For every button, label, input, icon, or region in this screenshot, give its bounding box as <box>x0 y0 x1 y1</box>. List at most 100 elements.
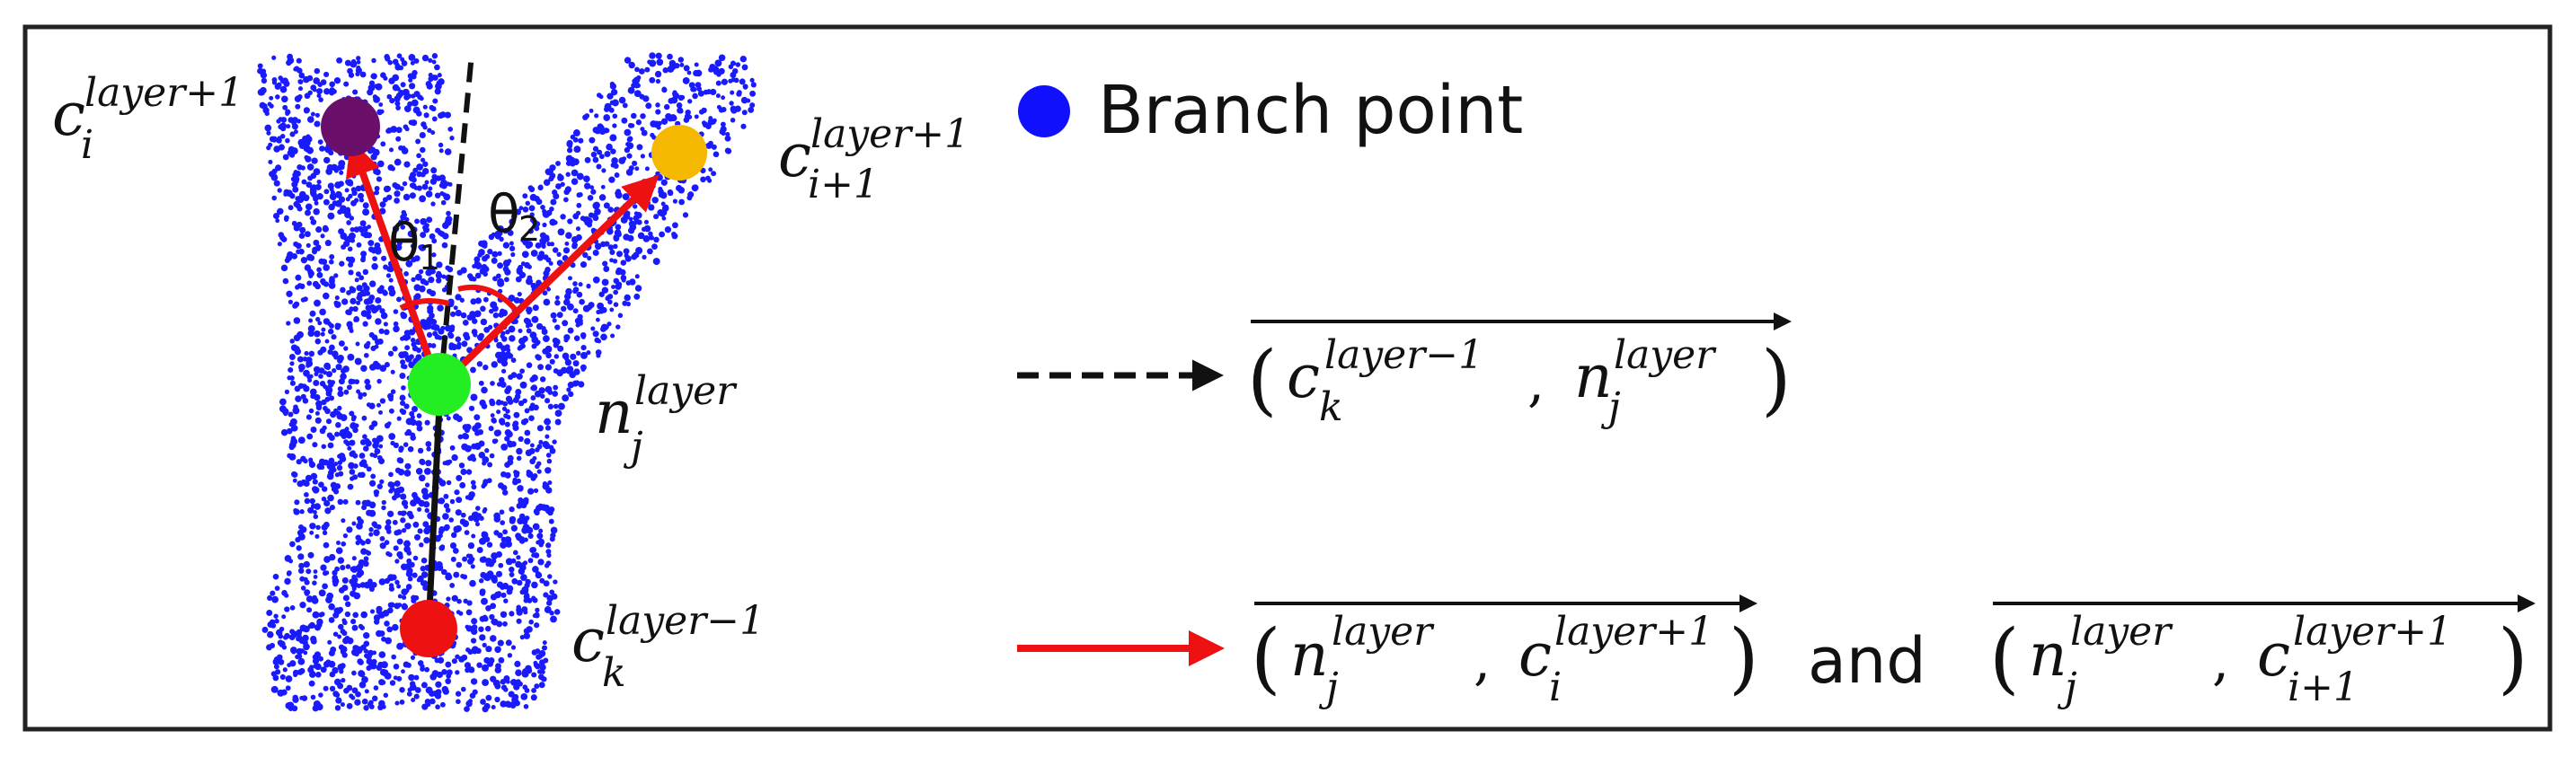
cloud-point <box>266 610 273 616</box>
cloud-point <box>576 192 582 198</box>
cloud-point <box>499 236 504 242</box>
cloud-point <box>371 695 378 702</box>
cloud-point <box>514 660 521 667</box>
cloud-point <box>563 197 569 203</box>
cloud-point <box>439 544 446 550</box>
cloud-point <box>299 509 305 515</box>
cloud-point <box>565 366 573 374</box>
cloud-point <box>327 212 335 220</box>
cloud-point <box>358 670 365 677</box>
cloud-point <box>400 563 408 571</box>
cloud-point <box>536 253 544 261</box>
cloud-point <box>337 557 345 564</box>
svg-text:layer+1: layer+1 <box>84 70 243 116</box>
cloud-point <box>403 94 410 101</box>
cloud-point <box>390 440 395 446</box>
cloud-point <box>340 646 348 654</box>
cloud-point <box>531 581 538 589</box>
cloud-point <box>306 607 313 613</box>
cloud-point <box>268 159 273 164</box>
cloud-point <box>554 409 562 418</box>
cloud-point <box>482 265 490 273</box>
cloud-point <box>640 154 645 159</box>
cloud-point <box>292 186 299 193</box>
cloud-point <box>387 602 394 608</box>
cloud-point <box>305 146 311 153</box>
cloud-point <box>563 334 571 341</box>
cloud-point <box>373 619 380 625</box>
cloud-point <box>718 107 725 113</box>
cloud-point <box>549 589 555 595</box>
cloud-point <box>633 204 638 209</box>
cloud-point <box>410 337 416 343</box>
cloud-point <box>282 154 289 161</box>
cloud-point <box>715 80 721 86</box>
cloud-point <box>436 277 442 284</box>
cloud-point <box>542 335 550 343</box>
cloud-point <box>575 233 582 242</box>
cloud-point <box>345 564 351 569</box>
cloud-point <box>592 276 600 284</box>
cloud-point <box>321 444 327 449</box>
cloud-point <box>389 289 396 296</box>
cloud-point <box>322 570 328 577</box>
cloud-point <box>385 529 392 534</box>
cloud-point <box>626 153 633 159</box>
cloud-point <box>474 522 481 527</box>
cloud-point <box>520 693 528 700</box>
cloud-point <box>472 511 480 519</box>
cloud-point <box>426 83 433 90</box>
cloud-point <box>373 489 380 496</box>
cloud-point <box>360 365 367 372</box>
cloud-point <box>350 379 357 384</box>
cloud-point <box>523 610 528 615</box>
cloud-point <box>382 609 390 617</box>
cloud-point <box>359 453 366 459</box>
cloud-point <box>612 113 618 119</box>
cloud-point <box>292 303 298 309</box>
cloud-point <box>323 264 331 271</box>
cloud-point <box>491 305 499 312</box>
cloud-point <box>355 499 361 506</box>
cloud-point <box>491 552 499 560</box>
cloud-point <box>524 429 531 436</box>
cloud-point <box>721 95 726 101</box>
cloud-point <box>415 273 422 281</box>
cloud-point <box>518 400 525 407</box>
cloud-point <box>505 679 510 684</box>
cloud-point <box>355 691 361 698</box>
cloud-point <box>321 279 327 286</box>
cloud-point <box>340 701 345 708</box>
cloud-point <box>538 184 544 189</box>
cloud-point <box>539 237 545 244</box>
cloud-point <box>730 118 736 123</box>
cloud-point <box>534 390 542 398</box>
cloud-point <box>348 261 354 268</box>
cloud-point <box>513 683 520 691</box>
cloud-point <box>410 435 416 441</box>
cloud-point <box>416 171 422 178</box>
cloud-point <box>284 555 292 562</box>
cloud-point <box>326 432 333 438</box>
cloud-point <box>379 542 386 550</box>
cloud-point <box>466 600 473 606</box>
cloud-point <box>324 396 331 402</box>
cloud-point <box>450 532 457 539</box>
cloud-point <box>549 358 555 365</box>
cloud-point <box>411 341 417 348</box>
cloud-point <box>269 642 276 648</box>
cloud-point <box>469 311 476 318</box>
cloud-point <box>277 188 282 193</box>
cloud-point <box>313 207 320 216</box>
cloud-point <box>565 172 571 177</box>
cloud-point <box>308 460 314 465</box>
cloud-point <box>389 680 396 686</box>
cloud-point <box>534 622 540 629</box>
cloud-point <box>490 635 497 642</box>
cloud-point <box>502 242 510 249</box>
cloud-point <box>543 592 549 598</box>
cloud-point <box>318 367 325 374</box>
cloud-point <box>302 194 310 202</box>
cloud-point <box>530 385 535 391</box>
